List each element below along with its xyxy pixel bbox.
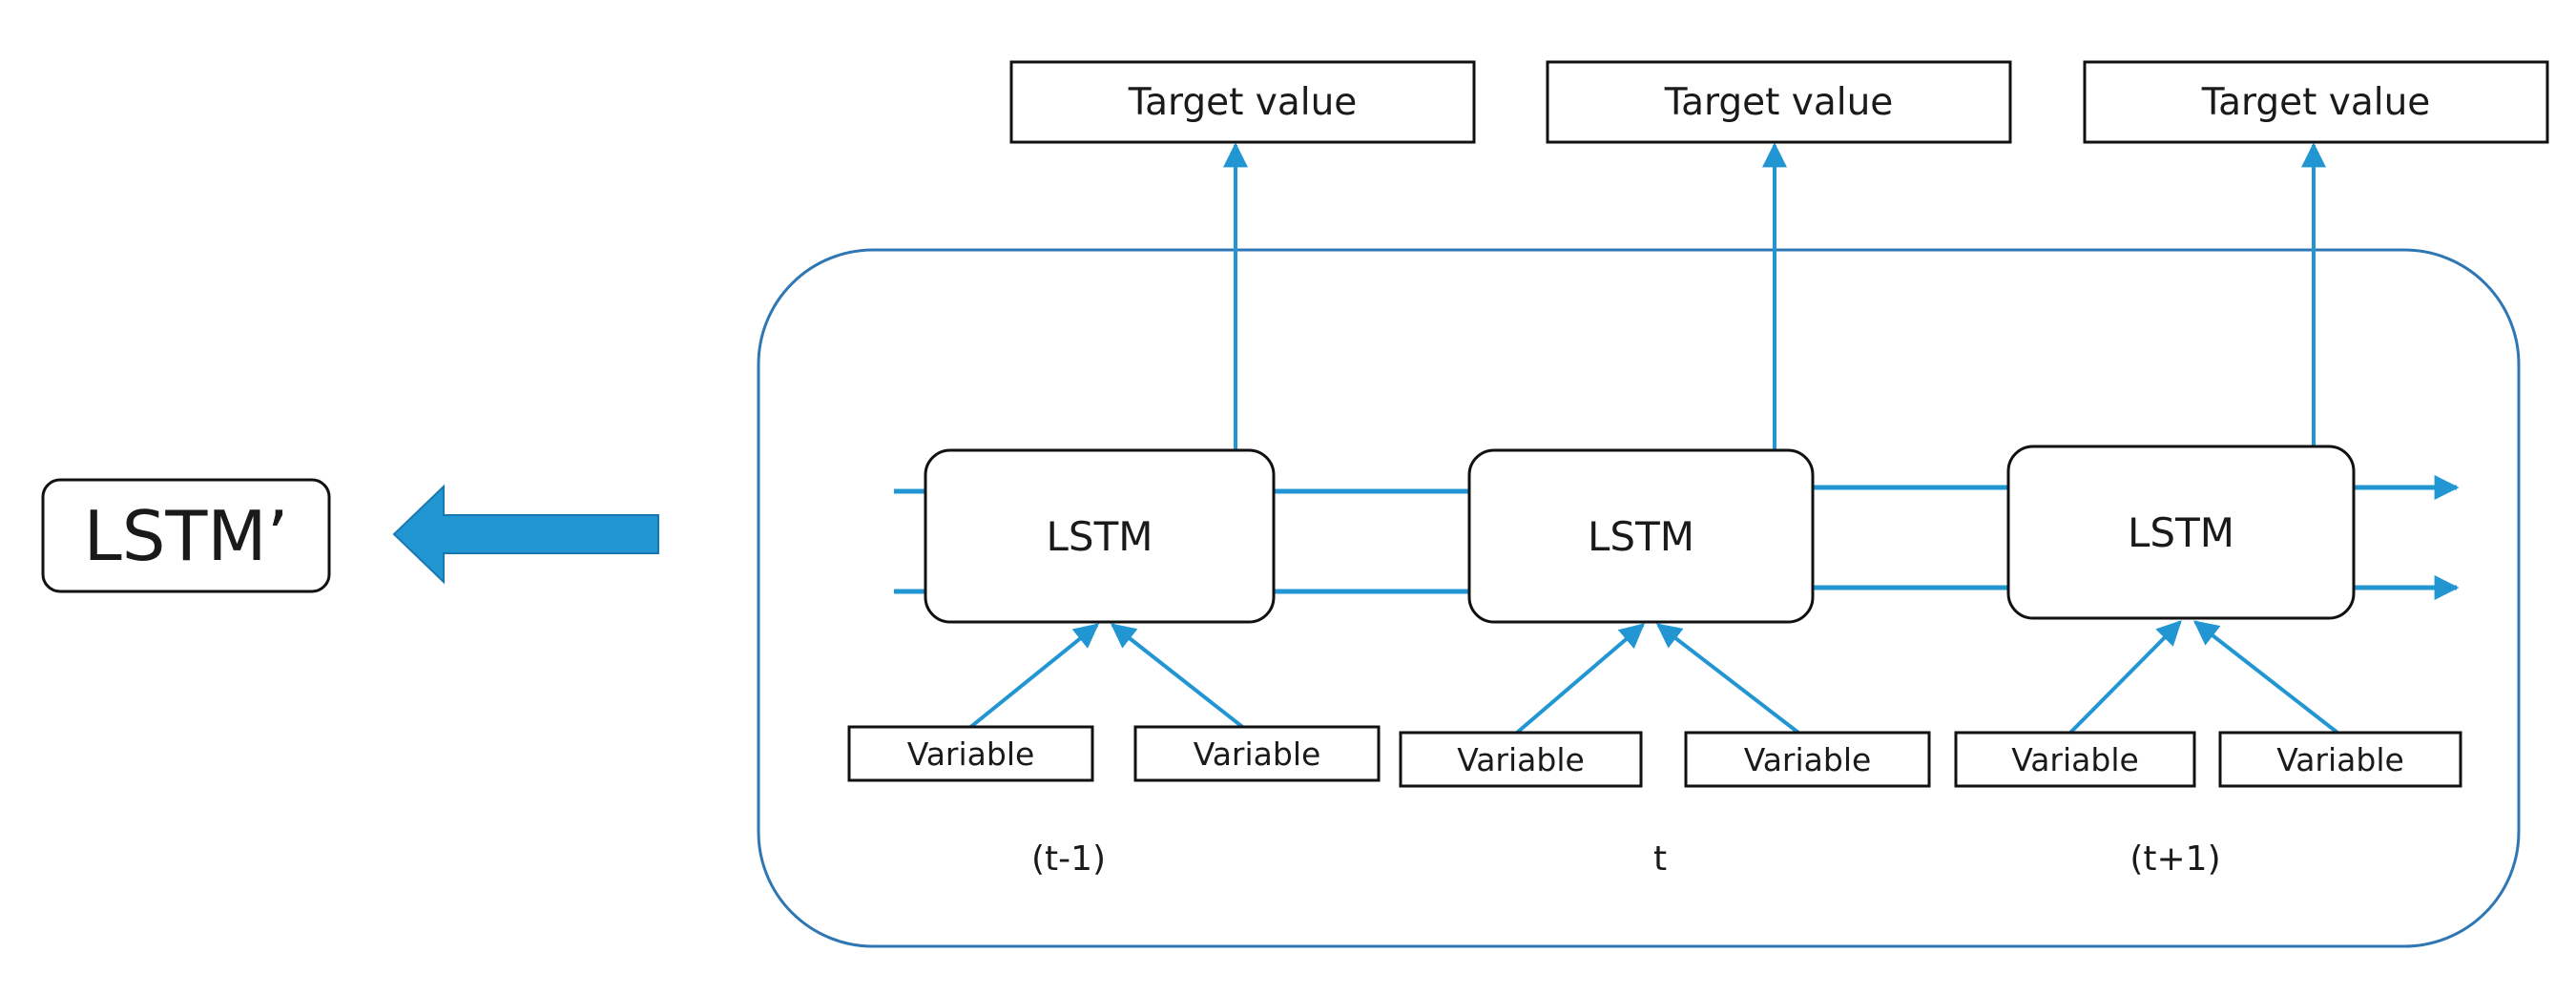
variable-label-2a: Variable [1457,740,1585,778]
variable-label-2b: Variable [1743,740,1872,778]
unrolled-frame [757,248,2521,948]
lstm-cell-3 [2006,445,2356,620]
output-arrows [1223,142,2326,450]
time-step-label-prev: (t-1) [1030,839,1107,879]
target-value-label-2: Target value [1664,80,1894,124]
variable-box-2a [1399,731,1643,788]
target-value-label-1: Target value [1128,80,1358,124]
lstm-prime-label: LSTM’ [83,495,289,576]
lstm-cell-2 [1467,448,1815,624]
variable-box-1a [847,725,1094,782]
variable-label-1b: Variable [1193,735,1321,773]
big-left-arrow [392,484,659,585]
variable-box-1b [1133,725,1381,782]
target-box-3 [2083,60,2549,144]
variable-box-3b [2218,731,2462,788]
variable-label-3a: Variable [2011,740,2139,778]
target-box-2 [1546,60,2012,144]
lstm-prime-box [41,478,331,593]
variable-label-3b: Variable [2276,740,2404,778]
input-arrows [962,620,2339,735]
variable-box-2b [1684,731,1931,788]
lstm-cell-label-2: LSTM [1588,512,1694,560]
time-step-label-current: t [1652,839,1668,879]
recurrent-connections [894,475,2460,600]
target-box-1 [1009,60,1476,144]
lstm-cell-label-3: LSTM [2128,508,2234,556]
time-step-label-next: (t+1) [2129,839,2221,879]
variable-label-1a: Variable [906,735,1035,773]
lstm-cell-1 [924,448,1276,624]
variable-box-3a [1954,731,2196,788]
target-value-label-3: Target value [2201,80,2431,124]
lstm-cell-label-1: LSTM [1046,512,1153,560]
